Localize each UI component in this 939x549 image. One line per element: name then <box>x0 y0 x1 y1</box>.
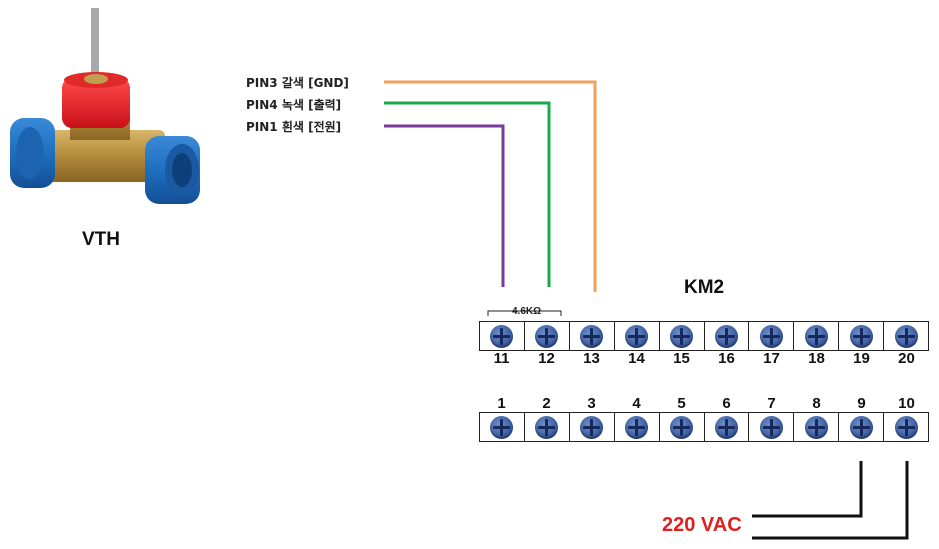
screw-icon <box>714 415 738 439</box>
flow-sensor-image <box>10 8 200 204</box>
power-wire-9 <box>752 461 863 518</box>
terminal-number: 1 <box>497 395 506 412</box>
screw-icon <box>535 324 559 348</box>
screw-icon <box>804 415 828 439</box>
terminal-number: 10 <box>898 395 915 412</box>
terminal-number: 20 <box>898 350 915 367</box>
screw-icon <box>625 415 649 439</box>
terminal-number: 5 <box>677 395 686 412</box>
terminal-number: 13 <box>583 350 600 367</box>
terminal-5 <box>660 413 705 441</box>
terminal-14 <box>615 322 660 350</box>
resistor-label: 4.6KΩ <box>512 306 542 317</box>
terminal-11 <box>480 322 525 350</box>
pin1-label: PIN1 흰색 [전원] <box>246 120 342 134</box>
terminal-20 <box>884 322 928 350</box>
terminal-2 <box>525 413 570 441</box>
terminal-number: 2 <box>542 395 551 412</box>
terminal-number: 9 <box>857 395 866 412</box>
terminal-15 <box>660 322 705 350</box>
terminal-strip-bottom <box>479 412 929 442</box>
pin3-wire <box>384 80 597 292</box>
screw-icon <box>894 415 918 439</box>
terminal-3 <box>570 413 615 441</box>
terminal-10 <box>884 413 928 441</box>
screw-icon <box>849 324 873 348</box>
screw-icon <box>490 415 514 439</box>
bottom-row-numbers: 1 2 3 4 5 6 7 8 9 10 <box>479 395 929 412</box>
screw-icon <box>759 415 783 439</box>
screw-icon <box>849 415 873 439</box>
terminal-8 <box>794 413 840 441</box>
screw-icon <box>804 324 828 348</box>
sensor-name: VTH <box>82 229 120 250</box>
screw-icon <box>490 324 514 348</box>
terminal-block-name: KM2 <box>684 277 725 298</box>
terminal-12 <box>525 322 570 350</box>
terminal-19 <box>839 322 885 350</box>
screw-icon <box>625 324 649 348</box>
terminal-number: 6 <box>722 395 731 412</box>
screw-icon <box>535 415 559 439</box>
terminal-number: 18 <box>808 350 825 367</box>
terminal-18 <box>794 322 840 350</box>
terminal-13 <box>570 322 615 350</box>
terminal-number: 7 <box>767 395 776 412</box>
terminal-17 <box>749 322 795 350</box>
power-label: 220 VAC <box>662 514 742 536</box>
terminal-1 <box>480 413 525 441</box>
terminal-9 <box>839 413 885 441</box>
screw-icon <box>580 415 604 439</box>
terminal-number: 4 <box>632 395 641 412</box>
terminal-number: 3 <box>587 395 596 412</box>
terminal-number: 19 <box>853 350 870 367</box>
terminal-4 <box>615 413 660 441</box>
screw-icon <box>894 324 918 348</box>
terminal-number: 8 <box>812 395 821 412</box>
pin3-label: PIN3 갈색 [GND] <box>246 76 349 90</box>
terminal-number: 14 <box>628 350 645 367</box>
resistor-bracket <box>487 310 562 316</box>
pin4-label: PIN4 녹색 [출력] <box>246 98 342 112</box>
screw-icon <box>714 324 738 348</box>
terminal-number: 12 <box>538 350 555 367</box>
terminal-strip-top <box>479 321 929 351</box>
terminal-7 <box>749 413 795 441</box>
pin4-wire <box>384 101 551 287</box>
terminal-6 <box>705 413 750 441</box>
screw-icon <box>670 324 694 348</box>
top-row-numbers: 11 12 13 14 15 16 17 18 19 20 <box>479 350 929 367</box>
screw-icon <box>759 324 783 348</box>
pin1-wire <box>384 124 505 287</box>
power-wire-10 <box>752 461 909 540</box>
terminal-number: 16 <box>718 350 735 367</box>
terminal-number: 15 <box>673 350 690 367</box>
terminal-16 <box>705 322 750 350</box>
screw-icon <box>670 415 694 439</box>
terminal-number: 17 <box>763 350 780 367</box>
screw-icon <box>580 324 604 348</box>
terminal-number: 11 <box>493 350 510 367</box>
